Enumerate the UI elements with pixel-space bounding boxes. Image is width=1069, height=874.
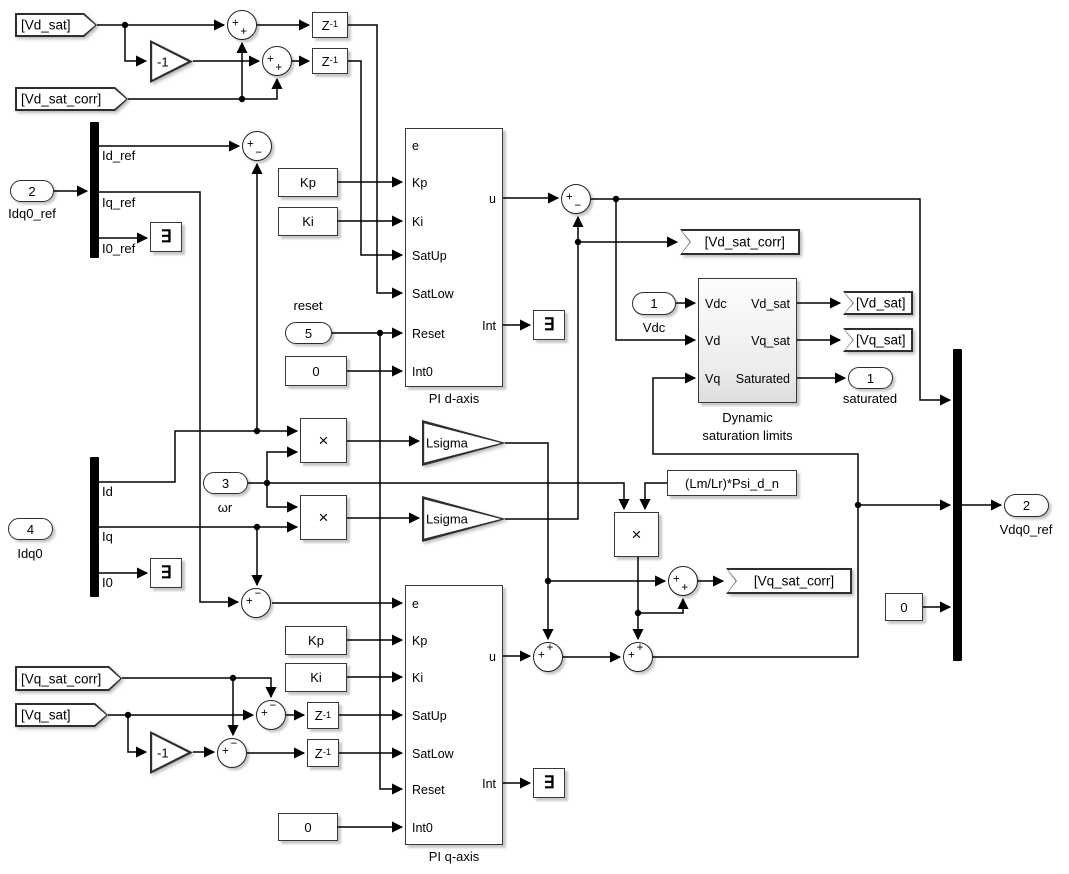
sum-vq-satlow[interactable]: +−	[217, 738, 247, 768]
pi-d-axis-title: PI d-axis	[428, 391, 480, 406]
product-wr-flux[interactable]: ×	[614, 512, 659, 557]
goto-tag-vd-sat[interactable]: [Vd_sat]	[843, 291, 913, 315]
terminator-int-q[interactable]: ∃	[533, 768, 565, 798]
product-wr-iq[interactable]: ×	[300, 495, 347, 540]
sum-ud-decouple[interactable]: +−	[561, 184, 591, 214]
dynamic-saturation-limits-block[interactable]: Vdc Vd Vq Vd_sat Vq_sat Saturated	[698, 278, 797, 403]
terminator-int-d[interactable]: ∃	[533, 310, 565, 340]
gain-minus-one-q[interactable]: -1	[150, 731, 193, 774]
signal-label-iq-ref: Iq_ref	[102, 195, 136, 210]
inport-idq0-ref-label: Idq0_ref	[8, 206, 56, 221]
constant-int0-d[interactable]: 0	[285, 356, 347, 386]
constant-ki-d[interactable]: Ki	[278, 207, 338, 236]
sum-vd-satlow[interactable]: ++	[262, 46, 292, 76]
goto-tag-vd-sat-corr[interactable]: [Vd_sat_corr]	[680, 229, 800, 255]
from-tag-vq-sat[interactable]: [Vq_sat]	[15, 703, 108, 727]
inport-wr-label: ωr	[217, 500, 233, 515]
sum-uq-2[interactable]: ++	[623, 642, 653, 672]
constant-flux-gain[interactable]: (Lm/Lr)*Psi_d_n	[667, 470, 797, 496]
signal-label-i0-ref: I0_ref	[102, 241, 136, 256]
dynamic-saturation-title-line1: Dynamic	[722, 410, 773, 425]
inport-idq0-label: Idq0	[17, 546, 43, 561]
inport-reset[interactable]: 5	[285, 322, 332, 344]
unit-delay-4[interactable]: Z-1	[307, 739, 339, 767]
terminator-i0[interactable]: ∃	[150, 558, 182, 588]
gain-lsigma-2[interactable]: Lsigma	[422, 496, 506, 542]
outport-saturated[interactable]: 1	[848, 367, 893, 389]
sum-vq-corr[interactable]: ++	[668, 566, 698, 596]
sum-vd-satup[interactable]: ++	[227, 10, 257, 40]
terminator-i0-ref[interactable]: ∃	[150, 222, 182, 252]
inport-wr[interactable]: 3	[203, 472, 248, 494]
outport-vdq0-ref[interactable]: 2	[1004, 494, 1049, 517]
outport-vdq0-ref-label: Vdq0_ref	[999, 522, 1053, 537]
sum-uq-1[interactable]: ++	[533, 642, 563, 672]
constant-zero-mux[interactable]: 0	[885, 593, 923, 621]
pi-d-axis-block[interactable]: e Kp Ki SatUp SatLow Reset Int0 u Int	[405, 128, 503, 387]
from-tag-vq-sat-corr[interactable]: [Vq_sat_corr]	[15, 666, 122, 691]
pi-q-axis-title: PI q-axis	[428, 849, 480, 864]
constant-ki-q[interactable]: Ki	[285, 663, 347, 692]
junction-dots	[121, 21, 862, 719]
sum-vq-satup[interactable]: +−	[256, 700, 286, 730]
signal-label-id: Id	[102, 484, 113, 499]
outport-saturated-label: saturated	[842, 391, 898, 406]
goto-tag-vq-sat[interactable]: [Vq_sat]	[843, 328, 913, 352]
inport-vdc[interactable]: 1	[632, 292, 676, 315]
unit-delay-1[interactable]: Z-1	[312, 12, 348, 38]
sum-id-error[interactable]: +−	[242, 131, 272, 161]
inport-idq0[interactable]: 4	[8, 518, 53, 540]
signal-label-iq: Iq	[102, 529, 113, 544]
from-tag-vd-sat-corr[interactable]: [Vd_sat_corr]	[15, 87, 128, 111]
inport-reset-label: reset	[293, 298, 323, 313]
dynamic-saturation-title-line2: saturation limits	[702, 428, 793, 443]
signal-label-id-ref: Id_ref	[102, 148, 136, 163]
demux-idq0-ref[interactable]	[90, 122, 99, 258]
product-wr-id[interactable]: ×	[300, 418, 347, 463]
mux-vdq0-ref[interactable]	[953, 349, 962, 661]
unit-delay-2[interactable]: Z-1	[312, 48, 348, 74]
inport-idq0-ref[interactable]: 2	[10, 180, 54, 202]
constant-kp-q[interactable]: Kp	[285, 626, 347, 655]
signal-label-i0: I0	[102, 575, 113, 590]
from-tag-vd-sat[interactable]: [Vd_sat]	[15, 13, 97, 37]
unit-delay-3[interactable]: Z-1	[307, 702, 339, 729]
constant-kp-d[interactable]: Kp	[278, 168, 338, 197]
constant-int0-q[interactable]: 0	[278, 813, 338, 841]
pi-q-axis-block[interactable]: e Kp Ki SatUp SatLow Reset Int0 u Int	[405, 585, 503, 845]
sum-iq-error[interactable]: +−	[241, 588, 271, 618]
inport-vdc-label: Vdc	[642, 320, 666, 335]
goto-tag-vq-sat-corr[interactable]: [Vq_sat_corr]	[726, 568, 852, 594]
demux-idq0[interactable]	[90, 457, 99, 597]
gain-minus-one-d[interactable]: -1	[150, 40, 193, 83]
gain-lsigma-1[interactable]: Lsigma	[422, 420, 506, 466]
